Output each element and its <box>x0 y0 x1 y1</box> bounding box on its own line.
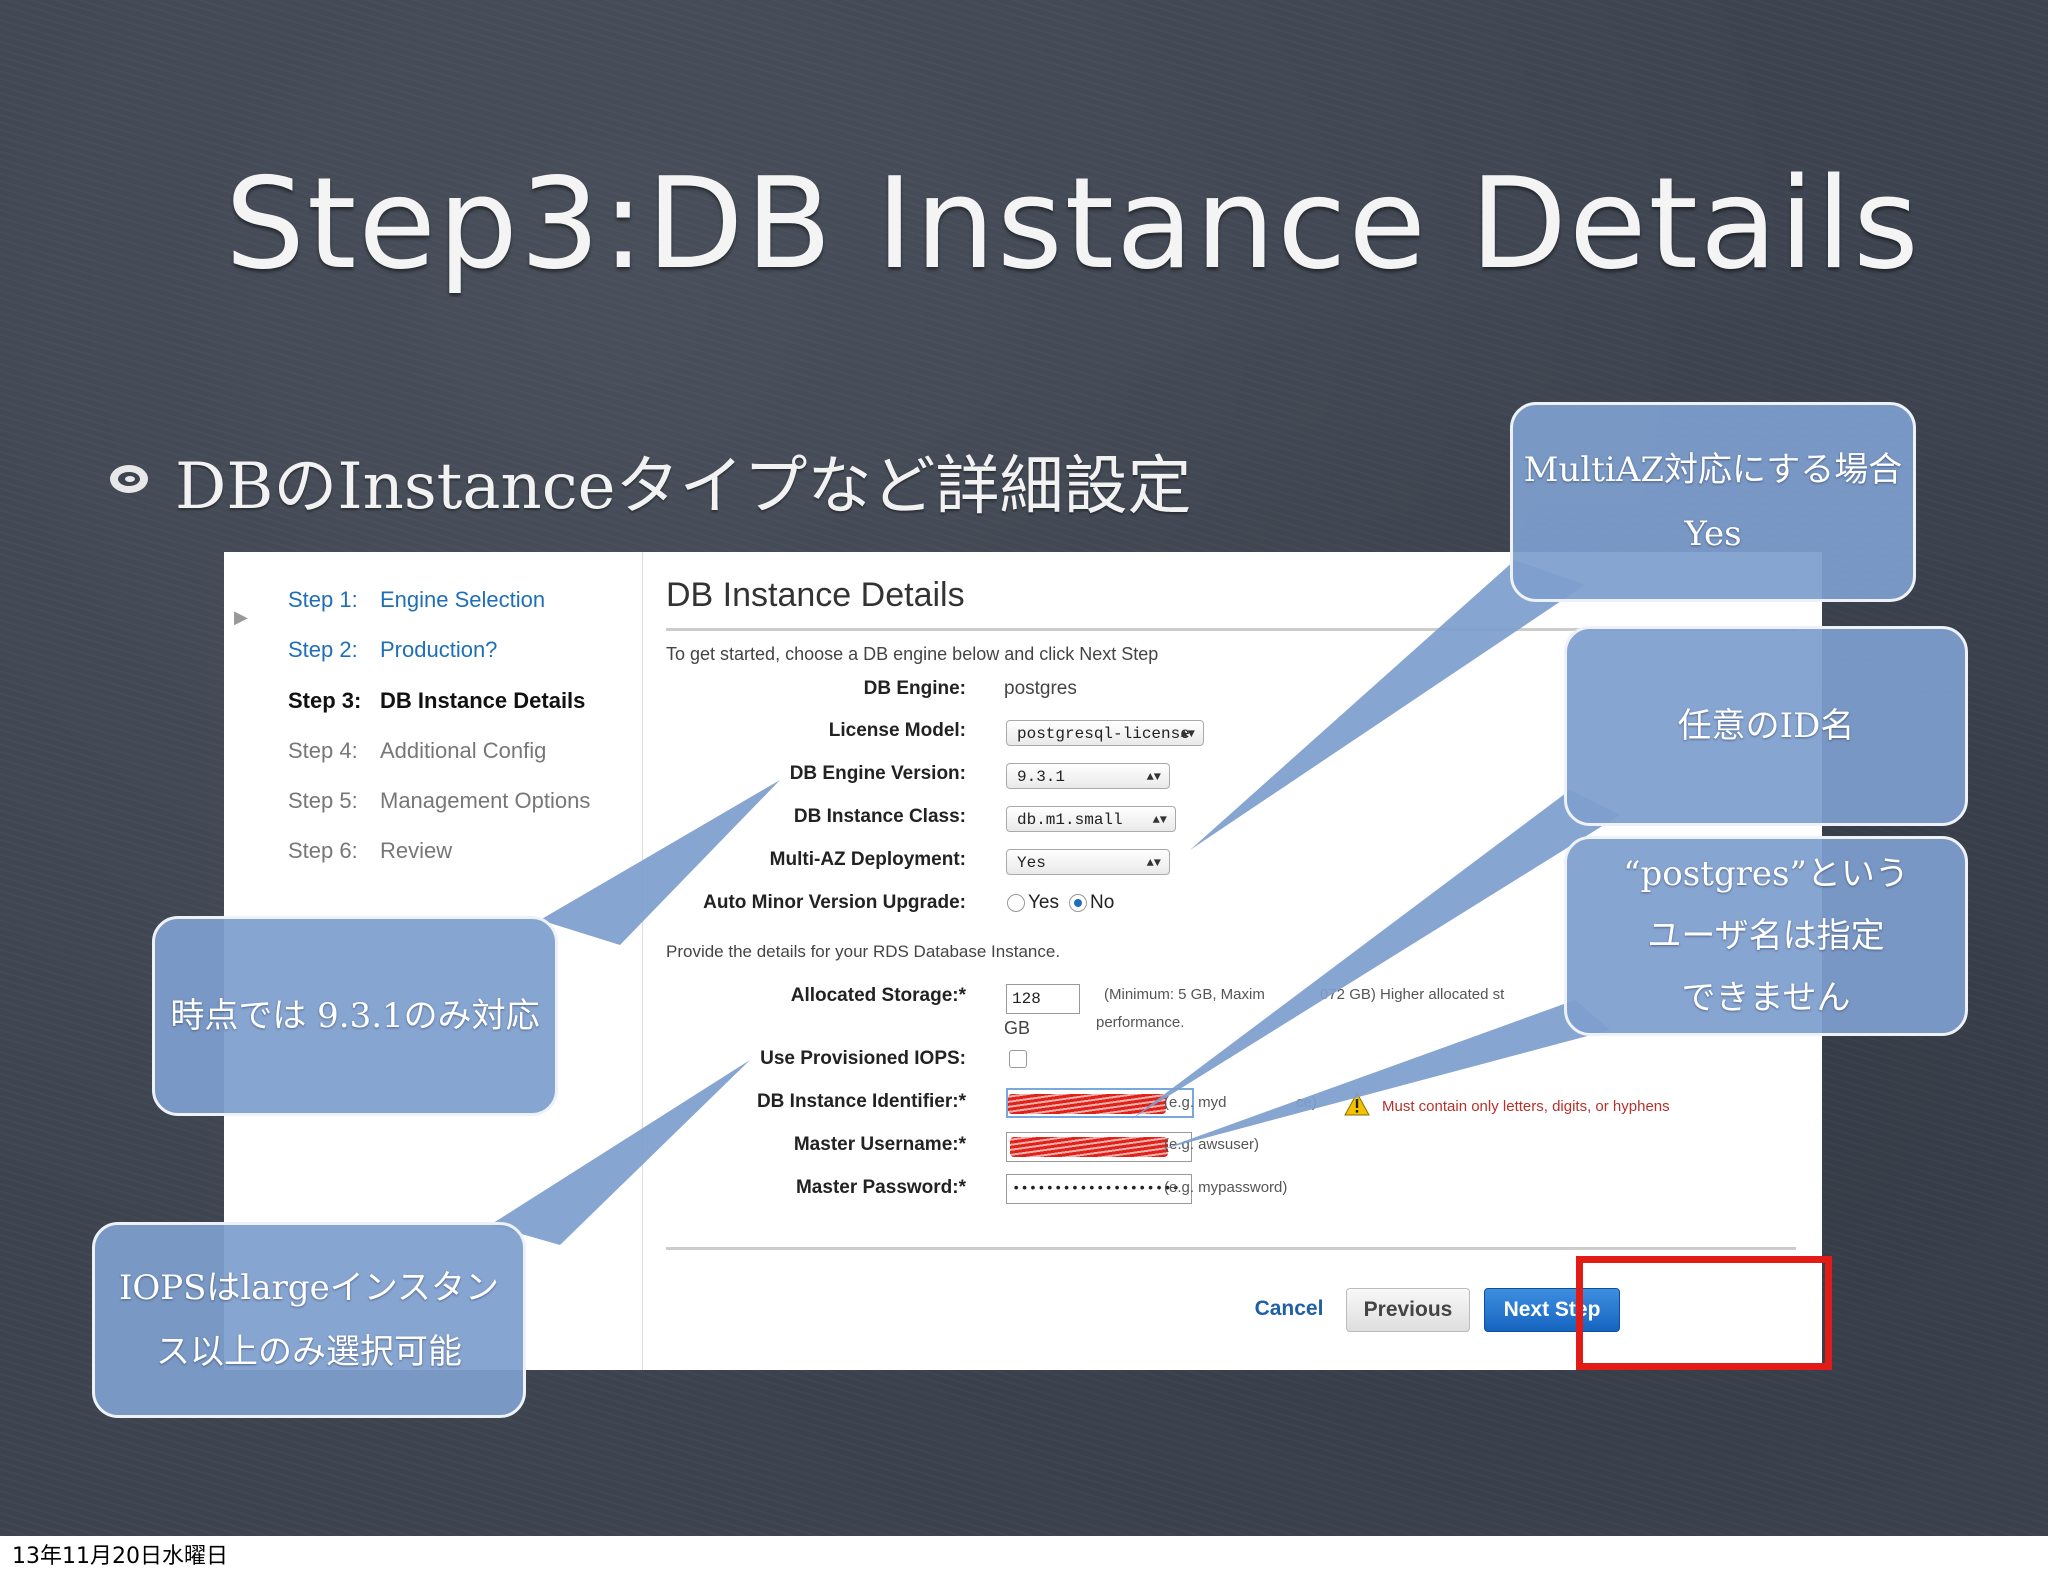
storage-hint: (Minimum: 5 GB, Maxim <box>1104 986 1265 1003</box>
callout-username: “postgres”という ユーザ名は指定 できません <box>1564 836 1968 1036</box>
nav-step-5: Step 5:Management Options <box>288 788 591 813</box>
provisioned-iops-label: Use Provisioned IOPS: <box>760 1048 966 1069</box>
nav-step-2[interactable]: Step 2:Production? <box>288 637 498 662</box>
db-engine-label: DB Engine: <box>863 678 966 699</box>
identifier-hint-tail: ce) <box>1296 1094 1317 1111</box>
redacted-scribble <box>1010 1137 1168 1157</box>
next-step-highlight-box <box>1576 1256 1832 1370</box>
slide-background: Step3:DB Instance Details DBのInstanceタイプ… <box>0 0 2048 1536</box>
db-identifier-label: DB Instance Identifier:* <box>756 1091 966 1112</box>
db-engine-value: postgres <box>1004 678 1077 699</box>
form-title: DB Instance Details <box>666 576 965 614</box>
username-hint: (e.g. awsuser) <box>1164 1136 1260 1153</box>
identifier-hint: (e.g. myd <box>1164 1094 1227 1111</box>
redacted-scribble <box>1008 1094 1166 1114</box>
callout-multi-az: MultiAZ対応にする場合 Yes <box>1510 402 1916 602</box>
cancel-button[interactable]: Cancel <box>1254 1297 1324 1320</box>
multi-az-select[interactable]: Yes▲▼ <box>1006 849 1170 875</box>
master-username-label: Master Username:* <box>793 1134 966 1155</box>
auto-minor-no-radio[interactable] <box>1069 894 1087 912</box>
allocated-storage-input[interactable]: 128 <box>1006 984 1080 1014</box>
auto-minor-yes-radio[interactable] <box>1007 894 1025 912</box>
form-intro: To get started, choose a DB engine below… <box>666 644 1159 664</box>
auto-minor-upgrade-label: Auto Minor Version Upgrade: <box>703 892 966 913</box>
warning-icon <box>1344 1092 1370 1116</box>
footer-date: 13年11月20日水曜日 <box>12 1544 228 1569</box>
nav-step-3: Step 3:DB Instance Details <box>288 688 586 713</box>
callout-iops: IOPSはlargeインスタン ス以上のみ選択可能 <box>92 1222 526 1418</box>
master-password-input[interactable]: •••••••••••••••••••• <box>1006 1174 1192 1204</box>
storage-unit: GB <box>1004 1018 1031 1038</box>
bullet-icon <box>110 465 148 493</box>
bullet-text: DBのInstanceタイプなど詳細設定 <box>175 450 1192 524</box>
storage-hint-tail: 072 GB) Higher allocated st <box>1320 986 1505 1003</box>
auto-minor-yes-label: Yes <box>1028 892 1059 913</box>
identifier-warning: Must contain only letters, digits, or hy… <box>1382 1098 1670 1115</box>
instance-class-label: DB Instance Class: <box>793 806 966 827</box>
details-intro: Provide the details for your RDS Databas… <box>666 942 1061 961</box>
instance-class-select[interactable]: db.m1.small▲▼ <box>1006 806 1176 832</box>
callout-version: 時点では 9.3.1のみ対応 <box>152 916 558 1116</box>
collapse-arrow-icon[interactable]: ▶ <box>234 607 248 628</box>
auto-minor-no-label: No <box>1090 892 1115 913</box>
footer-divider <box>666 1247 1796 1250</box>
license-model-label: License Model: <box>828 720 966 741</box>
multi-az-label: Multi-AZ Deployment: <box>769 849 966 870</box>
slide-title: Step3:DB Instance Details <box>225 150 1921 297</box>
nav-step-4: Step 4:Additional Config <box>288 738 547 763</box>
nav-step-6: Step 6:Review <box>288 838 453 863</box>
engine-version-select[interactable]: 9.3.1▲▼ <box>1006 763 1170 789</box>
allocated-storage-label: Allocated Storage:* <box>790 985 966 1006</box>
password-hint: (e.g. mypassword) <box>1164 1179 1288 1196</box>
provisioned-iops-checkbox[interactable] <box>1009 1050 1027 1068</box>
instance-details-form: DB Instance Details To get started, choo… <box>664 552 1814 1370</box>
nav-step-1[interactable]: Step 1:Engine Selection <box>288 587 546 612</box>
callout-identifier: 任意のID名 <box>1564 626 1968 826</box>
license-model-select[interactable]: postgresql-license▲▼ <box>1006 720 1204 746</box>
storage-hint-line2: performance. <box>1096 1014 1185 1031</box>
engine-version-label: DB Engine Version: <box>789 763 966 784</box>
master-password-label: Master Password:* <box>795 1177 966 1198</box>
previous-button[interactable]: Previous <box>1346 1288 1470 1332</box>
